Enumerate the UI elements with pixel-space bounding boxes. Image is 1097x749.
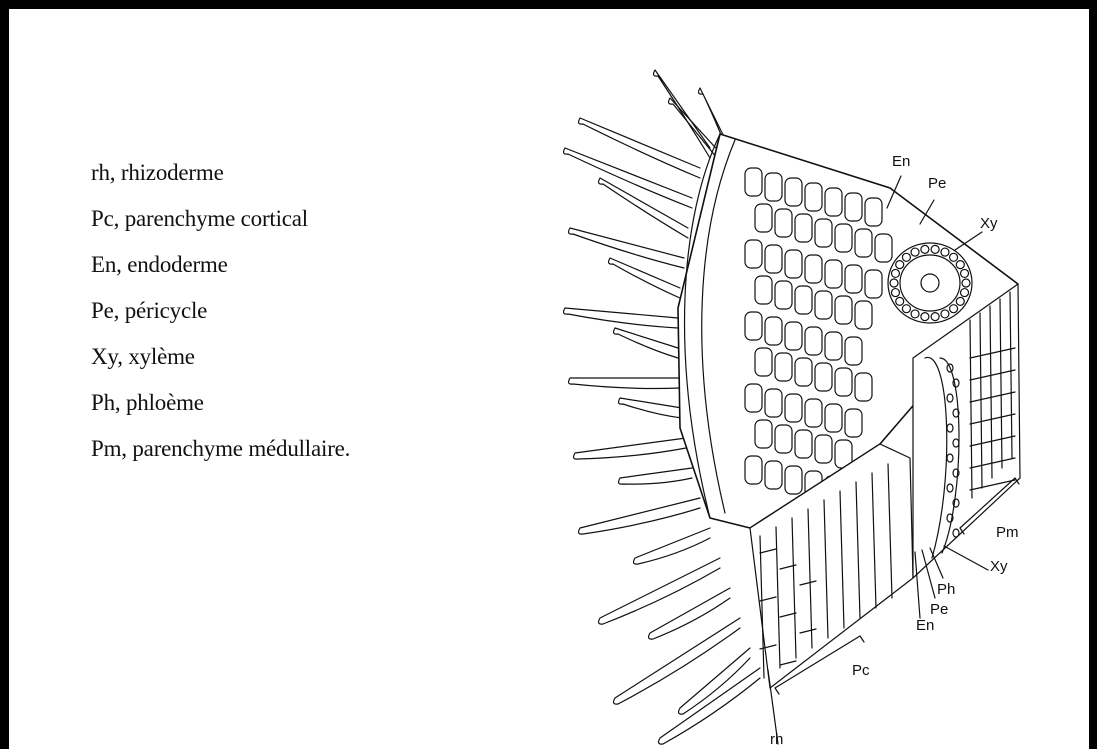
label-ph: Ph: [937, 581, 955, 598]
legend-item-pm: Pm, parenchyme médullaire.: [91, 426, 350, 472]
xy-bottom-leader: [944, 546, 988, 570]
root-section-diagram: En Pe Xy Pm Ph Xy Pe En Pc rh: [560, 58, 1060, 748]
label-rh: rh: [770, 731, 783, 748]
legend-item-rh: rh, rhizoderme: [91, 150, 350, 196]
label-en-top: En: [892, 153, 910, 170]
label-en-bottom: En: [916, 617, 934, 634]
legend-item-ph: Ph, phloème: [91, 380, 350, 426]
label-pe-top: Pe: [928, 175, 946, 192]
legend-item-xy: Xy, xylème: [91, 334, 350, 380]
label-pc: Pc: [852, 662, 870, 679]
label-pe-bottom: Pe: [930, 601, 948, 618]
legend-item-pc: Pc, parenchyme cortical: [91, 196, 350, 242]
label-pm: Pm: [996, 524, 1019, 541]
label-xy-top: Xy: [980, 215, 998, 232]
legend-item-pe: Pe, péricycle: [91, 288, 350, 334]
label-xy-bottom: Xy: [990, 558, 1008, 575]
root-section-svg: En Pe Xy Pm Ph Xy Pe En Pc rh: [560, 58, 1060, 748]
legend-item-en: En, endoderme: [91, 242, 350, 288]
legend-list: rh, rhizoderme Pc, parenchyme cortical E…: [91, 150, 350, 472]
